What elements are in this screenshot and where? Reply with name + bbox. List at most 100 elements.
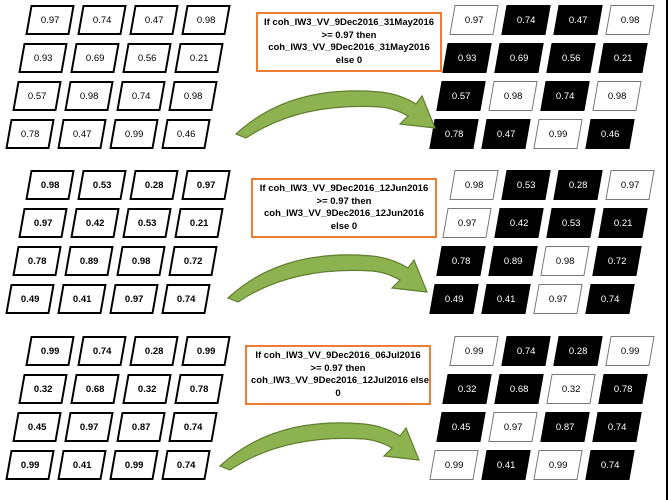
input-cell: 0.97 xyxy=(18,208,69,238)
cell-value: 0.97 xyxy=(464,14,484,26)
cell-value: 0.97 xyxy=(79,421,98,433)
cell-value: 0.78 xyxy=(27,255,46,267)
input-cell: 0.98 xyxy=(181,5,231,35)
output-cell-fail: 0.28 xyxy=(553,170,603,200)
output-cell-fail: 0.87 xyxy=(540,412,590,442)
cell-value: 0.99 xyxy=(444,459,464,471)
input-cell: 0.72 xyxy=(168,246,218,276)
cell-value: 0.93 xyxy=(458,52,477,64)
input-cell: 0.98 xyxy=(168,81,218,111)
cell-value: 0.32 xyxy=(562,383,581,395)
rule-line: >= 0.97 then xyxy=(316,195,372,207)
cell-value: 0.98 xyxy=(620,14,640,26)
output-cell-pass: 0.97 xyxy=(449,5,499,35)
input-cell: 0.97 xyxy=(25,5,75,35)
input-cell: 0.78 xyxy=(174,374,225,404)
output-cell-pass: 0.99 xyxy=(533,119,583,149)
cell-value: 0.99 xyxy=(196,345,216,357)
input-cell: 0.45 xyxy=(12,412,62,442)
cell-value: 0.97 xyxy=(124,293,144,305)
output-cell-fail: 0.57 xyxy=(436,81,486,111)
cell-value: 0.99 xyxy=(20,459,40,471)
rule-line: If coh_IW3_VV_9Dec2016_06Jul2016 xyxy=(255,350,421,361)
input-cell: 0.21 xyxy=(174,208,225,238)
output-cell-fail: 0.47 xyxy=(481,119,531,149)
output-cell-pass: 0.98 xyxy=(605,5,655,35)
cell-value: 0.99 xyxy=(40,345,60,357)
cell-value: 0.74 xyxy=(600,459,620,471)
cell-value: 0.41 xyxy=(496,293,516,305)
output-cell-pass: 0.98 xyxy=(488,81,538,111)
cell-value: 0.21 xyxy=(614,52,633,64)
input-cell: 0.28 xyxy=(129,170,179,200)
output-cell-fail: 0.53 xyxy=(501,170,551,200)
cell-value: 0.78 xyxy=(444,128,464,140)
output-cell-fail: 0.41 xyxy=(481,284,531,314)
cell-value: 0.32 xyxy=(138,383,157,395)
cell-value: 0.99 xyxy=(124,459,144,471)
output-cell-fail: 0.74 xyxy=(585,284,635,314)
cell-value: 0.45 xyxy=(451,421,470,433)
cell-value: 0.97 xyxy=(458,217,477,229)
cell-value: 0.98 xyxy=(555,255,574,267)
output-cell-fail: 0.78 xyxy=(436,246,486,276)
cell-value: 0.97 xyxy=(196,179,216,191)
cell-value: 0.98 xyxy=(464,179,484,191)
input-cell: 0.99 xyxy=(25,336,75,366)
cell-value: 0.32 xyxy=(458,383,477,395)
cell-value: 0.57 xyxy=(451,90,470,102)
cell-value: 0.74 xyxy=(555,90,574,102)
cell-value: 0.68 xyxy=(510,383,529,395)
cell-value: 0.57 xyxy=(27,90,46,102)
output-cell-fail: 0.41 xyxy=(481,450,531,480)
input-cell: 0.57 xyxy=(12,81,62,111)
cell-value: 0.28 xyxy=(568,179,588,191)
cell-value: 0.99 xyxy=(548,459,568,471)
cell-value: 0.99 xyxy=(124,128,144,140)
input-cell: 0.87 xyxy=(116,412,166,442)
output-cell-pass: 0.99 xyxy=(449,336,499,366)
input-cell: 0.56 xyxy=(122,43,173,73)
output-cell-fail: 0.49 xyxy=(429,284,479,314)
input-cell: 0.74 xyxy=(116,81,166,111)
cell-value: 0.98 xyxy=(503,90,522,102)
cell-value: 0.53 xyxy=(138,217,157,229)
curved-arrow-icon xyxy=(226,254,428,303)
input-cell: 0.78 xyxy=(12,246,62,276)
input-cell: 0.97 xyxy=(109,284,159,314)
output-cell-fail: 0.42 xyxy=(494,208,545,238)
cell-value: 0.53 xyxy=(562,217,581,229)
input-cell: 0.78 xyxy=(5,119,55,149)
output-cell-fail: 0.46 xyxy=(585,119,635,149)
cell-value: 0.72 xyxy=(607,255,626,267)
cell-value: 0.74 xyxy=(92,14,112,26)
cell-value: 0.74 xyxy=(516,14,536,26)
input-cell: 0.89 xyxy=(64,246,114,276)
cell-value: 0.78 xyxy=(20,128,40,140)
input-cell: 0.74 xyxy=(168,412,218,442)
cell-value: 0.28 xyxy=(568,345,588,357)
input-cell: 0.41 xyxy=(57,450,107,480)
cell-value: 0.28 xyxy=(144,179,164,191)
input-cell: 0.74 xyxy=(161,450,211,480)
cell-value: 0.32 xyxy=(34,383,53,395)
cell-value: 0.42 xyxy=(510,217,529,229)
cell-value: 0.47 xyxy=(72,128,92,140)
output-cell-pass: 0.32 xyxy=(546,374,597,404)
input-cell: 0.21 xyxy=(174,43,225,73)
input-cell: 0.41 xyxy=(57,284,107,314)
input-cell: 0.74 xyxy=(77,336,127,366)
cell-value: 0.74 xyxy=(600,293,620,305)
curved-arrow-icon xyxy=(234,90,436,139)
output-cell-fail: 0.89 xyxy=(488,246,538,276)
rule-line: >= 0.97 then xyxy=(321,29,377,41)
rule-line: coh_IW3_VV_9Dec2016_31May2016 xyxy=(268,42,430,53)
output-cell-fail: 0.93 xyxy=(442,43,493,73)
input-cell: 0.53 xyxy=(77,170,127,200)
output-cell-fail: 0.72 xyxy=(592,246,642,276)
output-cell-pass: 0.97 xyxy=(533,284,583,314)
cell-value: 0.21 xyxy=(190,217,209,229)
